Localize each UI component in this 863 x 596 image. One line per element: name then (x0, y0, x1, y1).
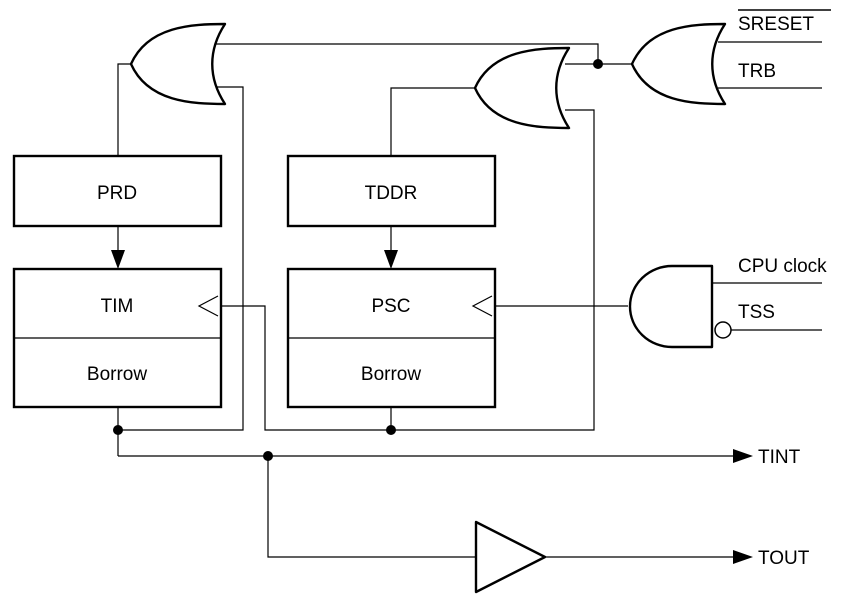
or-gate-reset (630, 22, 727, 106)
tim-clock-input-icon (197, 295, 219, 317)
tint-label: TINT (758, 447, 801, 468)
psc-clock-input-icon (471, 295, 493, 317)
wire-or-mid-to-tddr (390, 87, 475, 156)
prd-label: PRD (97, 183, 137, 204)
junction-dot-psc-borrow (386, 425, 396, 435)
wire-tim-borrow-to-or-left (118, 86, 244, 431)
tim-label: TIM (101, 296, 134, 317)
arrow-tout-icon (733, 550, 753, 564)
arrow-tddr-to-psc-icon (384, 250, 398, 269)
wire-psc-borrow-to-or-mid (391, 109, 595, 431)
trb-label: TRB (738, 61, 776, 82)
junctions (113, 59, 603, 461)
wire-tout-branch (267, 456, 476, 558)
tddr-register (286, 154, 497, 228)
psc-label: PSC (371, 296, 410, 317)
wire-reset-to-or-left (213, 43, 599, 64)
cpu-clock-label: CPU clock (738, 256, 827, 277)
tss-label: TSS (738, 302, 775, 323)
inverter-bubble-tss (714, 321, 732, 339)
and-gate-clock (628, 264, 714, 349)
wire-psc-to-tim-clock (218, 305, 392, 431)
prd-register (12, 154, 223, 228)
or-gate-tddr-reload (473, 46, 571, 130)
sreset-label: SRESET (738, 14, 814, 35)
arrow-prd-to-tim-icon (111, 250, 125, 269)
buffer-tout (474, 520, 547, 594)
tim-borrow-label: Borrow (87, 364, 147, 385)
junction-dot-tim-borrow (113, 425, 123, 435)
tout-label: TOUT (758, 548, 810, 569)
junction-dot-tout (263, 451, 273, 461)
arrow-tint-icon (733, 449, 753, 463)
tddr-label: TDDR (365, 183, 418, 204)
psc-borrow-label: Borrow (361, 364, 421, 385)
wire-or-left-to-prd (117, 63, 131, 156)
or-gate-prd-reload (129, 22, 227, 106)
junction-dot-reset (593, 59, 603, 69)
